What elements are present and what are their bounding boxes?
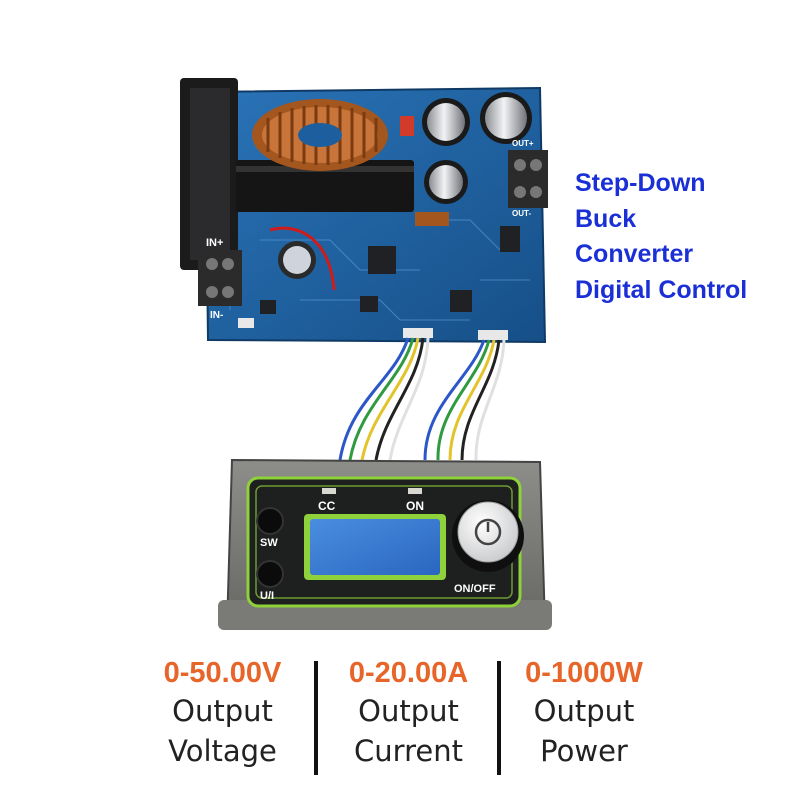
spec-label: Output bbox=[533, 694, 635, 728]
spec-label: Output bbox=[358, 694, 459, 728]
spec-label: Current bbox=[354, 734, 463, 768]
spec-value: 0-50.00V bbox=[163, 657, 282, 689]
on-label: ON bbox=[406, 499, 424, 513]
spec-list: 0-50.00V Output Voltage 0-20.00A Output … bbox=[140, 655, 660, 780]
converter-board: IN+ IN- OUT+ OUT- bbox=[180, 78, 548, 344]
toroid-inductor bbox=[252, 99, 388, 171]
input-neg-label: IN- bbox=[210, 310, 223, 321]
heatsink bbox=[180, 78, 414, 270]
sw-button-label: SW bbox=[260, 537, 278, 549]
rotary-knob[interactable] bbox=[452, 500, 524, 572]
spec-label: Power bbox=[540, 734, 628, 768]
connector-left bbox=[403, 328, 433, 338]
ui-button[interactable] bbox=[256, 560, 284, 588]
title-line-2: Buck bbox=[575, 204, 637, 233]
spec-current: 0-20.00A Output Current bbox=[326, 655, 491, 780]
spec-value: 0-1000W bbox=[525, 657, 643, 689]
spec-label: Output bbox=[172, 694, 273, 728]
output-pos-label: OUT+ bbox=[512, 139, 534, 148]
title-line-4: Digital Control bbox=[575, 275, 748, 304]
output-neg-label: OUT- bbox=[512, 209, 531, 218]
sw-button[interactable] bbox=[256, 507, 284, 535]
divider bbox=[314, 661, 318, 775]
ribbon-cables bbox=[338, 337, 506, 461]
ui-button-label: U/I bbox=[260, 590, 274, 602]
title-line-3: Converter bbox=[575, 240, 694, 268]
knob-label: ON/OFF bbox=[454, 583, 496, 595]
capacitors bbox=[278, 92, 532, 279]
display-module: CC ON SW U/I ON/OFF bbox=[218, 458, 552, 630]
cc-led bbox=[322, 488, 336, 494]
spec-value: 0-20.00A bbox=[348, 657, 469, 689]
input-pos-label: IN+ bbox=[206, 237, 223, 249]
title-line-1: Step-Down bbox=[575, 169, 706, 197]
on-led bbox=[408, 488, 422, 494]
spec-voltage: 0-50.00V Output Voltage bbox=[140, 655, 305, 780]
fuse bbox=[400, 116, 414, 136]
connector-right bbox=[478, 330, 508, 340]
cc-label: CC bbox=[318, 499, 336, 513]
divider bbox=[497, 661, 501, 775]
lcd-screen bbox=[310, 519, 440, 575]
spec-power: 0-1000W Output Power bbox=[504, 655, 664, 780]
spec-label: Voltage bbox=[168, 734, 277, 768]
output-terminal: OUT+ OUT- bbox=[508, 139, 548, 218]
product-title: Step-Down Buck Converter Digital Control bbox=[575, 166, 790, 308]
input-terminal: IN+ IN- bbox=[198, 237, 242, 321]
